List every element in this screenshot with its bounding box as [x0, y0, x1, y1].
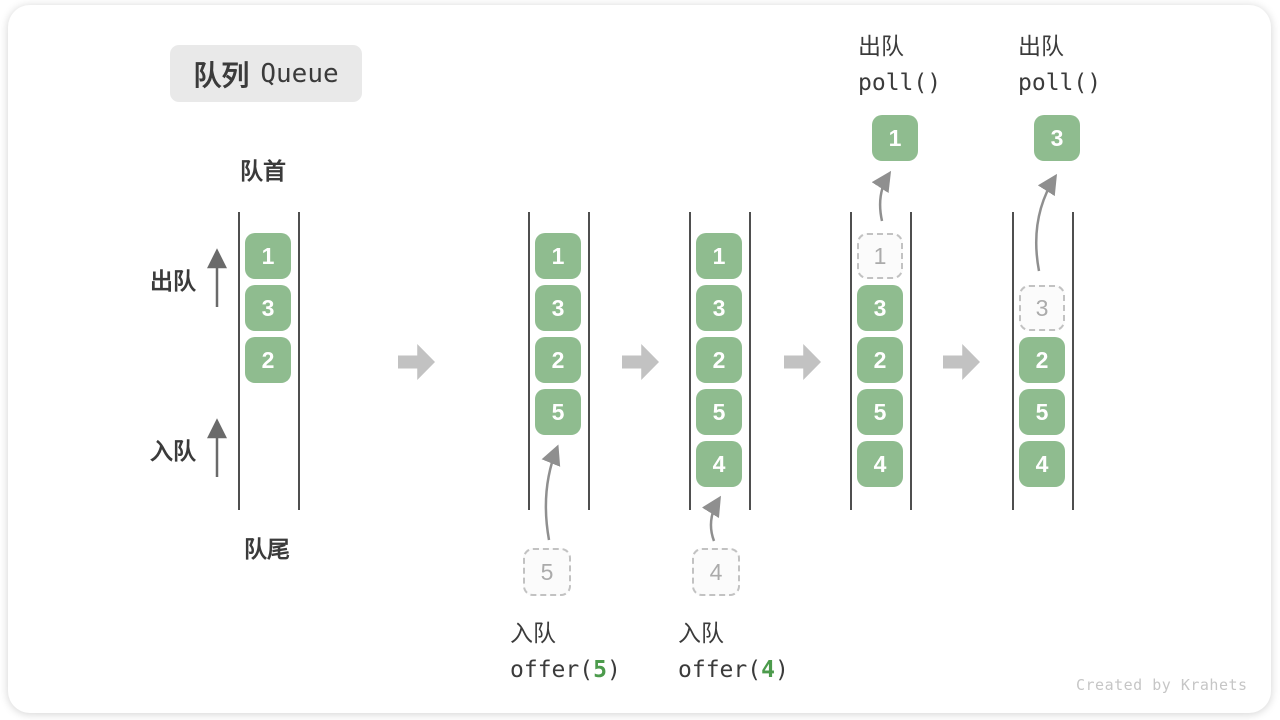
queue-cell-dashed: 3 — [1019, 285, 1065, 331]
watermark: Created by Krahets — [1076, 676, 1248, 694]
code-pre: poll() — [1018, 70, 1102, 96]
op-offer-5: 入队 offer(5) — [510, 614, 621, 683]
queue-rail — [1072, 212, 1074, 510]
op-code-label: poll() — [858, 70, 941, 96]
code-arg: 5 — [593, 657, 607, 683]
queue-cell: 5 — [857, 389, 903, 435]
code-post: ) — [606, 657, 621, 683]
queue-cell: 1 — [696, 233, 742, 279]
queue-cell-dashed: 1 — [857, 233, 903, 279]
queue-state-3: 1 3 2 5 4 4 — [689, 212, 751, 596]
op-action-label: 出队 — [1018, 33, 1064, 59]
code-pre: offer( — [678, 657, 762, 683]
op-code-label: offer(4) — [678, 657, 789, 683]
op-action-label: 入队 — [678, 620, 724, 646]
queue-state-2: 1 3 2 5 5 — [523, 212, 590, 596]
queue-cell: 3 — [245, 285, 291, 331]
op-poll-3: 出队 poll() — [1018, 27, 1101, 96]
op-poll-1: 出队 poll() — [858, 27, 941, 96]
dequeue-side-label: 出队 — [150, 268, 196, 294]
dequeued-value-block: 3 — [1034, 115, 1080, 161]
incoming-value-box: 5 — [523, 548, 571, 596]
op-code-label: poll() — [1018, 70, 1101, 96]
title-badge: 队列 Queue — [170, 45, 362, 102]
queue-rail — [588, 212, 590, 510]
code-post: ) — [774, 657, 789, 683]
title-en: Queue — [260, 58, 339, 89]
queue-cell: 4 — [696, 441, 742, 487]
queue-cell: 3 — [535, 285, 581, 331]
queue-rail — [1012, 212, 1014, 510]
queue-rail — [528, 212, 530, 510]
queue-cell: 5 — [696, 389, 742, 435]
queue-rail — [749, 212, 751, 510]
queue-rail — [238, 212, 240, 510]
queue-rear-label: 队尾 — [244, 536, 290, 562]
queue-rail — [850, 212, 852, 510]
incoming-value-box: 4 — [692, 548, 740, 596]
op-code-label: offer(5) — [510, 657, 621, 683]
queue-cell: 3 — [857, 285, 903, 331]
op-action-label: 入队 — [510, 620, 556, 646]
queue-cell: 2 — [696, 337, 742, 383]
queue-cell: 4 — [1019, 441, 1065, 487]
code-pre: poll() — [858, 70, 942, 96]
title-zh: 队列 — [193, 59, 250, 91]
op-offer-4: 入队 offer(4) — [678, 614, 789, 683]
queue-cell: 4 — [857, 441, 903, 487]
queue-cell: 2 — [1019, 337, 1065, 383]
code-pre: offer( — [510, 657, 594, 683]
queue-state-4: 1 3 2 5 4 1 — [850, 115, 918, 510]
queue-cell: 1 — [535, 233, 581, 279]
queue-rail — [689, 212, 691, 510]
dequeued-value-block: 1 — [872, 115, 918, 161]
enqueue-side-label: 入队 — [150, 438, 196, 464]
queue-rail — [298, 212, 300, 510]
queue-state-5: 3 2 5 4 3 — [1012, 115, 1080, 510]
queue-front-label: 队首 — [240, 158, 286, 184]
queue-rail — [910, 212, 912, 510]
queue-state-1: 1 3 2 — [238, 212, 300, 510]
op-action-label: 出队 — [858, 33, 904, 59]
queue-cell: 2 — [857, 337, 903, 383]
queue-cell: 3 — [696, 285, 742, 331]
queue-cell: 2 — [535, 337, 581, 383]
queue-cell: 5 — [535, 389, 581, 435]
queue-cell: 2 — [245, 337, 291, 383]
queue-cell: 1 — [245, 233, 291, 279]
code-arg: 4 — [761, 657, 775, 683]
queue-cell: 5 — [1019, 389, 1065, 435]
